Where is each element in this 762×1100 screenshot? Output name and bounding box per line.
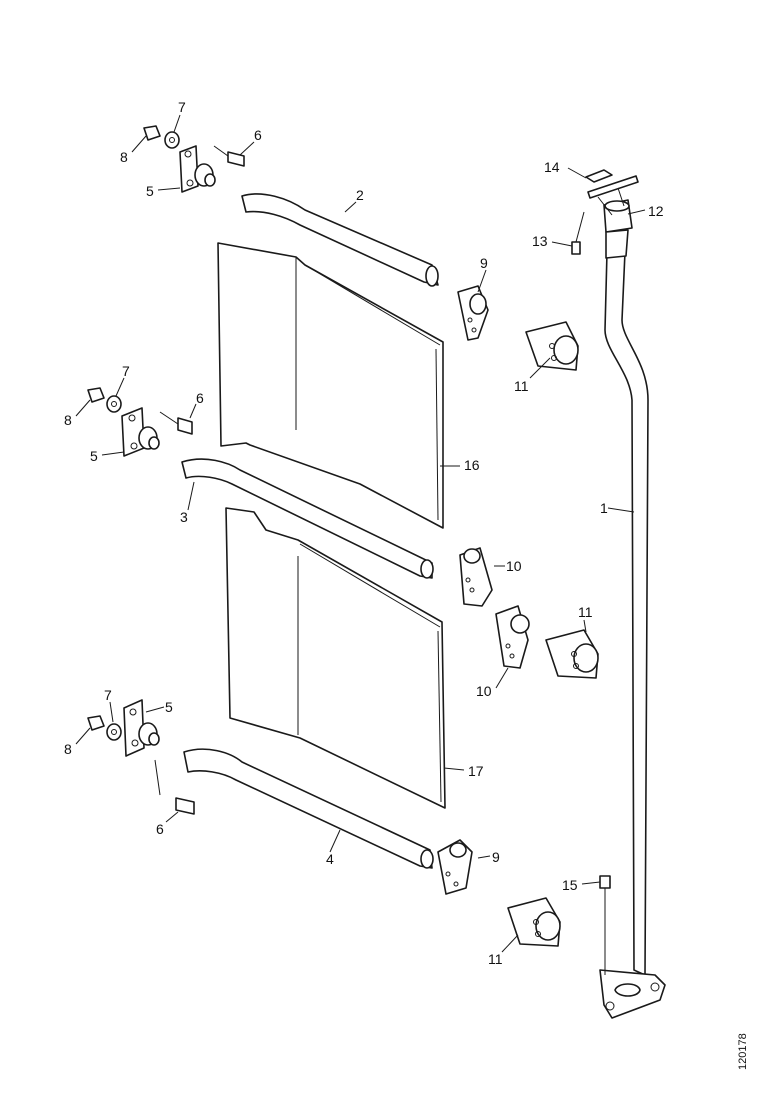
upper-rail	[241, 193, 439, 287]
callout-nut-lower: 8	[64, 741, 72, 757]
callout-bolt-middle: 6	[196, 390, 204, 406]
callout-top-screw: 13	[532, 233, 548, 249]
end-cap-middle-a	[459, 547, 493, 607]
nut-lower	[87, 715, 105, 731]
callout-upper-panel: 16	[464, 457, 480, 473]
nut-middle	[87, 387, 105, 403]
top-fitting	[603, 199, 633, 259]
callout-nut-upper: 8	[120, 149, 128, 165]
callout-end-cap-middle-a: 10	[506, 558, 522, 574]
callout-foot-bolt: 15	[562, 877, 578, 893]
callout-nut-middle: 8	[64, 412, 72, 428]
bolt-lower	[154, 759, 195, 815]
callout-end-cap-lower: 9	[492, 849, 500, 865]
callout-top-fitting: 12	[648, 203, 664, 219]
callout-bolt-lower: 6	[156, 821, 164, 837]
clamp-upper	[525, 321, 579, 371]
top-plate	[585, 169, 639, 216]
callout-frame-tube: 1	[600, 500, 608, 516]
bracket-middle	[121, 407, 160, 457]
leader-lines	[75, 114, 646, 953]
end-cap-middle-b	[495, 605, 530, 669]
middle-rail	[181, 458, 434, 579]
callout-clamp-lower: 11	[488, 951, 503, 967]
washer-middle	[106, 395, 122, 413]
callout-washer-lower: 7	[104, 687, 112, 703]
callout-bracket-upper: 5	[146, 183, 154, 199]
callout-end-cap-upper: 9	[480, 255, 488, 271]
callout-middle-rail: 3	[180, 509, 188, 525]
washer-lower	[106, 723, 122, 741]
clamp-middle	[545, 629, 599, 679]
upper-panel	[217, 242, 444, 529]
callout-bracket-lower: 5	[165, 699, 173, 715]
frame-tube	[599, 251, 666, 1019]
end-cap-lower	[437, 839, 473, 895]
clamp-lower	[507, 897, 561, 947]
lower-rail	[183, 748, 434, 869]
top-screw	[571, 211, 585, 255]
bolt-middle	[159, 411, 193, 435]
end-cap-upper	[457, 285, 489, 341]
callout-upper-rail: 2	[356, 187, 364, 203]
bracket-lower	[123, 699, 160, 757]
callout-top-plate: 14	[544, 159, 560, 175]
bracket-upper	[179, 145, 216, 193]
lower-panel	[225, 507, 446, 809]
callout-washer-upper: 7	[178, 99, 186, 115]
callout-end-cap-middle-b: 10	[476, 683, 492, 699]
callout-lower-rail: 4	[326, 851, 334, 867]
callout-lower-panel: 17	[468, 763, 484, 779]
drawing-reference-code: 120178	[737, 1033, 749, 1070]
bolt-upper	[213, 145, 245, 167]
foot-bolt	[599, 875, 611, 975]
callout-clamp-middle: 11	[578, 604, 593, 620]
callout-bolt-upper: 6	[254, 127, 262, 143]
callout-clamp-upper: 11	[514, 378, 529, 394]
callout-bracket-middle: 5	[90, 448, 98, 464]
callout-labels: 1 2 3 4 5 5 5 6 6 6 7 7 7 8 8 8 9 9 10 1…	[64, 99, 664, 967]
washer-upper	[164, 131, 180, 149]
callout-washer-middle: 7	[122, 363, 130, 379]
nut-upper	[143, 125, 161, 141]
